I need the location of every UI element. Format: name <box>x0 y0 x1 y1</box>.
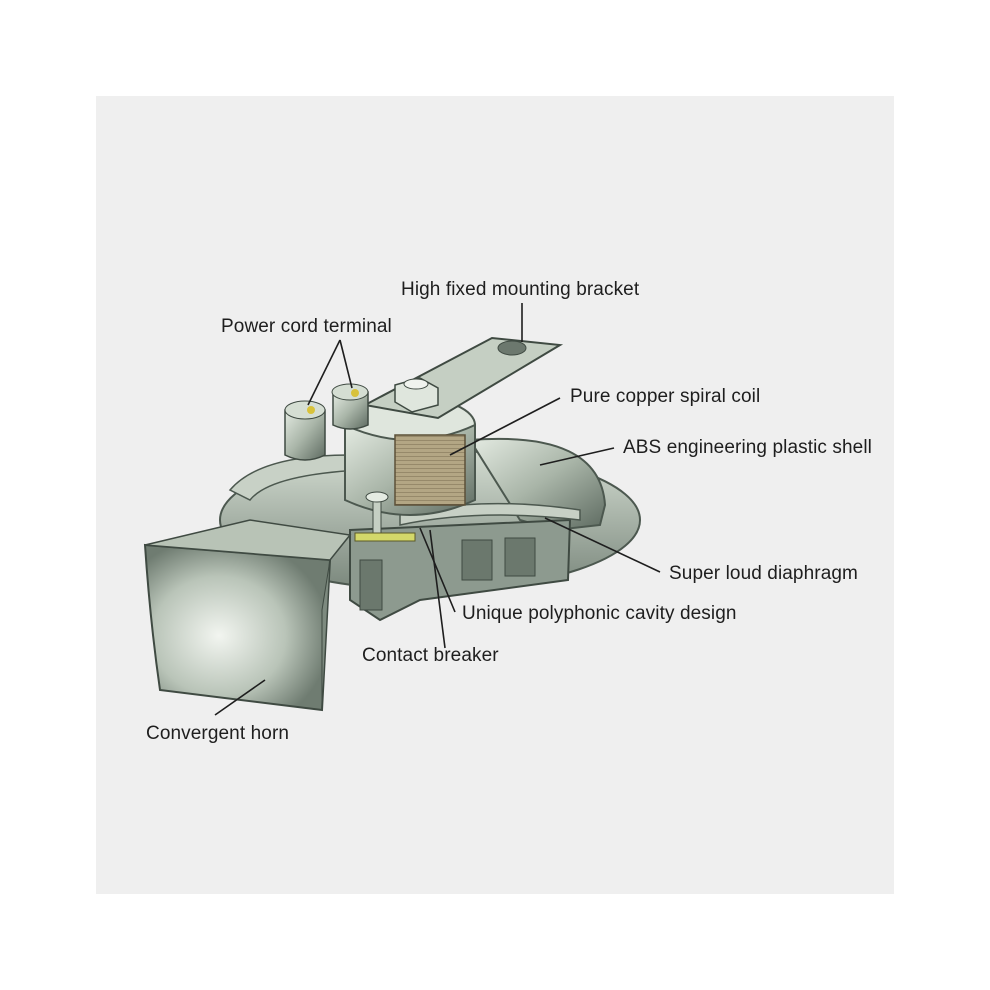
cavity-chamber-2 <box>504 537 536 577</box>
contact-breaker-screw <box>372 497 382 537</box>
abs-shell-flange <box>468 437 607 532</box>
power-terminal-right <box>332 391 369 430</box>
power-terminal-left <box>284 409 326 461</box>
leader-diaphragm <box>544 517 661 573</box>
contact-breaker-head <box>365 491 389 503</box>
label-contact-breaker: Contact breaker <box>362 645 499 666</box>
leader-lines <box>214 303 661 716</box>
leader-power-right <box>339 339 353 389</box>
copper-coil <box>394 434 466 506</box>
label-convergent-horn: Convergent horn <box>146 723 290 744</box>
label-power-cord-terminal: Power cord terminal <box>221 316 392 337</box>
leader-shell <box>539 447 615 466</box>
contact-breaker-plate <box>354 532 416 542</box>
brass-screw-left <box>307 406 315 414</box>
label-cavity-design: Unique polyphonic cavity design <box>462 603 737 624</box>
bracket-hole <box>497 340 527 356</box>
label-abs-shell: ABS engineering plastic shell <box>623 437 872 458</box>
mounting-bracket <box>361 336 564 420</box>
label-diaphragm: Super loud diaphragm <box>669 563 858 584</box>
cavity-chamber-3 <box>359 559 383 611</box>
horn-mouth-lip <box>321 559 331 711</box>
label-mounting-bracket: High fixed mounting bracket <box>401 279 640 300</box>
horn-neck <box>144 519 352 561</box>
leader-cavity <box>419 527 456 613</box>
power-terminal-right-top <box>331 383 369 401</box>
leader-contact-breaker <box>429 529 446 649</box>
leader-coil <box>449 397 561 456</box>
label-copper-coil: Pure copper spiral coil <box>570 386 761 407</box>
leader-horn <box>214 679 266 716</box>
brass-screw-right <box>351 389 359 397</box>
cavity-chamber-1 <box>461 539 493 581</box>
bolt-head <box>403 378 429 390</box>
power-terminal-left-top <box>284 400 326 420</box>
convergent-horn <box>143 543 332 712</box>
leader-power-left <box>307 339 341 406</box>
